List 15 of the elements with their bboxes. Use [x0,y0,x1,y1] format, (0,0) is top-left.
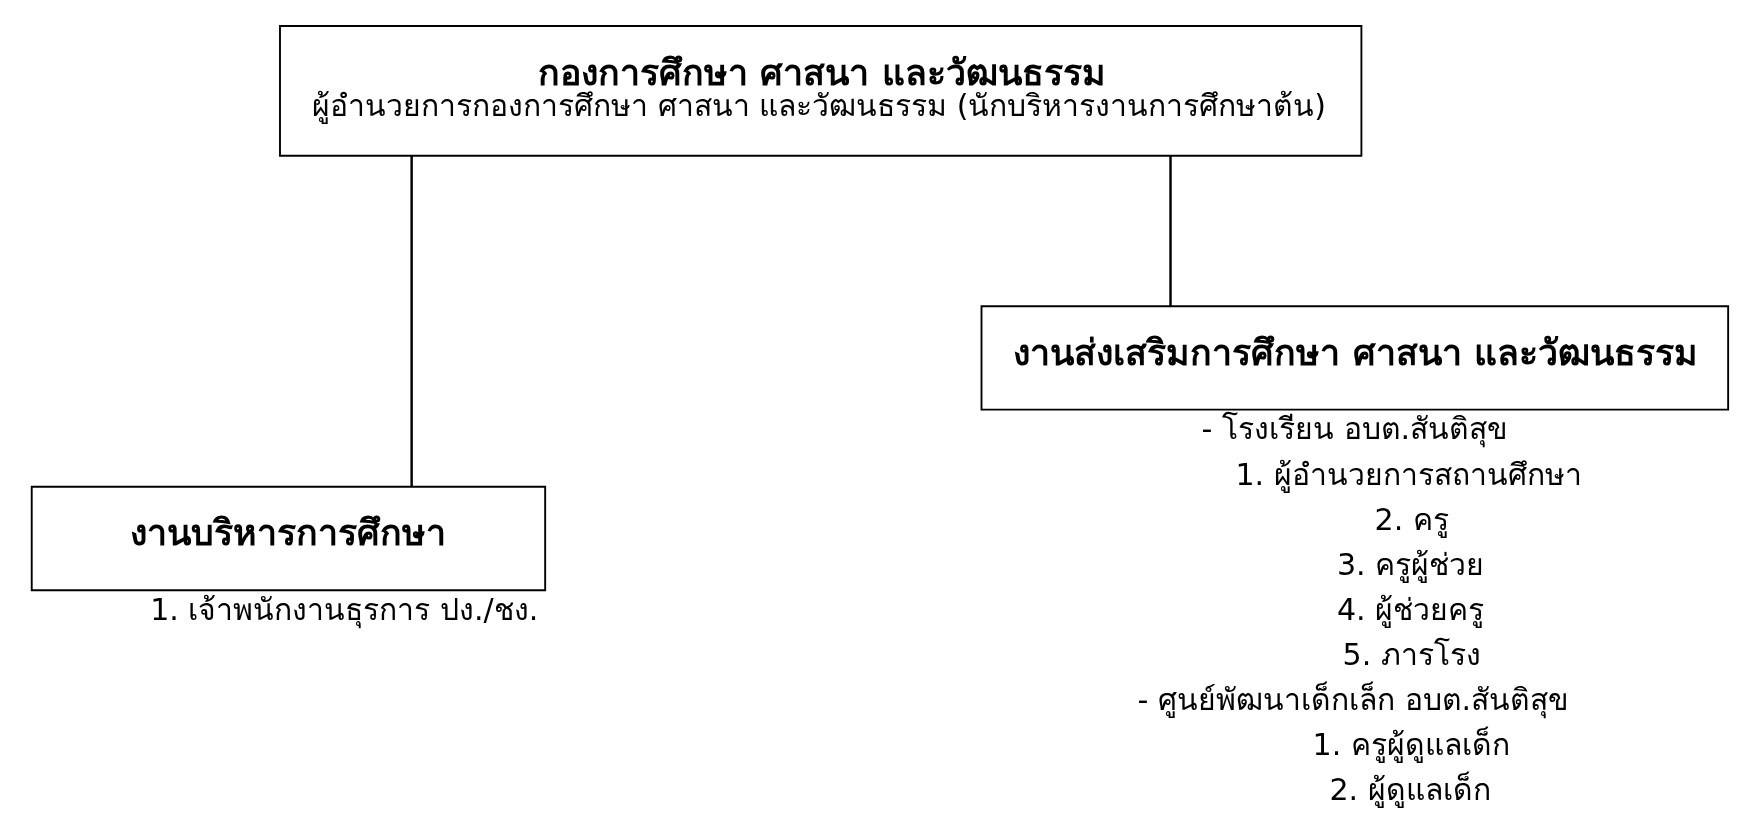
connector [1169,155,1172,306]
node-label: 4. ผู้ช่วยครู [1336,591,1485,627]
node-label: 3. ครูผู้ช่วย [1336,546,1485,582]
node-label: 1. ผู้อำนวยการสถานศึกษา [1235,456,1582,492]
node-label: 2. ผู้ดูแลเด็ก [1329,771,1491,807]
node-box: งานส่งเสริมการศึกษา ศาสนา และวัฒนธรรม [980,304,1730,411]
node-box: กองการศึกษา ศาสนา และวัฒนธรรม ผู้อำนวยการกองการศึกษา ศาสนา และวัฒนธรรม (นักบริหารงานการศึกษาต้น) [279,24,1363,157]
node-label: 1. เจ้าพนักงานธุรการ ปง./ชง. [150,591,539,627]
node-label: - โรงเรียน อบต.สันติสุข [1201,410,1509,446]
connector [410,155,413,487]
node-label: 2. ครู [1374,501,1449,537]
node-label: - ศูนย์พัฒนาเด็กเล็ก อบต.สันติสุข [1137,681,1570,717]
node-label: 5. ภารโรง [1342,636,1481,672]
node-box: งานบริหารการศึกษา [30,485,547,591]
node-label: 1. ครูผู้ดูแลเด็ก [1312,726,1510,762]
